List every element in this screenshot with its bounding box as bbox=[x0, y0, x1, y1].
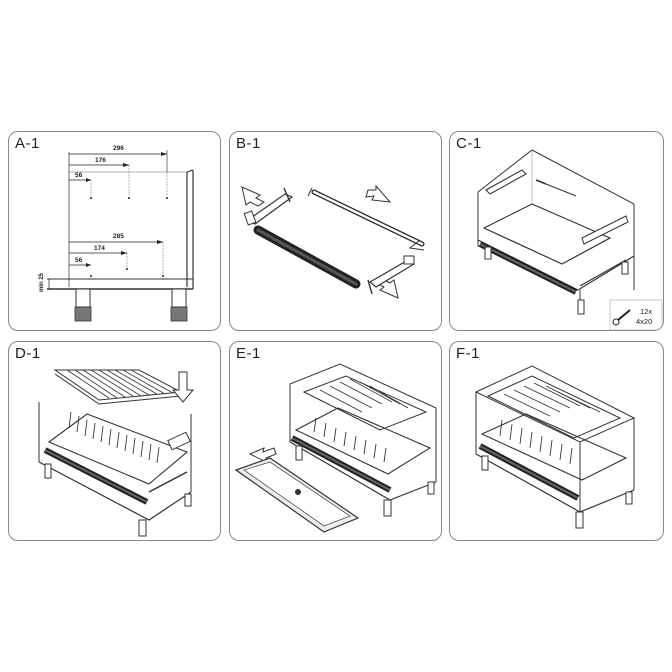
panel-d1: D-1 bbox=[8, 341, 221, 541]
panel-label-a1: A-1 bbox=[15, 135, 40, 152]
dim-bottom-long: 285 bbox=[113, 233, 124, 240]
dim-bottom-mid: 174 bbox=[94, 245, 105, 252]
diagram-b1-rails-and-brackets bbox=[241, 184, 425, 299]
dim-top-mid: 176 bbox=[95, 157, 106, 164]
panel-c1: C-1 12x 4x20 bbox=[449, 131, 664, 331]
screw-icon bbox=[612, 309, 631, 326]
panel-e1: E-1 bbox=[229, 341, 442, 541]
screw-size: 4x20 bbox=[636, 317, 652, 326]
diagram-e1-drip-tray-insertion bbox=[234, 363, 437, 533]
screw-qty: 12x bbox=[640, 307, 652, 316]
dim-min-height: min 25 bbox=[39, 272, 45, 292]
diagram-c1-bracket-installation: 12x 4x20 bbox=[477, 149, 663, 330]
dim-top-short: 56 bbox=[75, 172, 83, 179]
panel-label-c1: C-1 bbox=[456, 135, 482, 152]
panel-b1: B-1 bbox=[229, 131, 442, 331]
dim-bottom-short: 56 bbox=[75, 257, 83, 264]
diagram-a1-hole-positions: 296 176 56 285 174 56 min bbox=[39, 145, 194, 322]
diagram-d1-dish-rack-insertion bbox=[38, 369, 195, 537]
panel-label-b1: B-1 bbox=[236, 135, 261, 152]
panel-a1: A-1 296 176 56 285 174 56 bbox=[8, 131, 221, 331]
dim-top-long: 296 bbox=[113, 145, 124, 152]
panel-label-d1: D-1 bbox=[15, 345, 41, 362]
panel-label-e1: E-1 bbox=[236, 345, 261, 362]
panel-label-f1: F-1 bbox=[456, 345, 480, 362]
panel-f1: F-1 bbox=[449, 341, 664, 541]
diagram-f1-completed-assembly bbox=[474, 365, 636, 529]
